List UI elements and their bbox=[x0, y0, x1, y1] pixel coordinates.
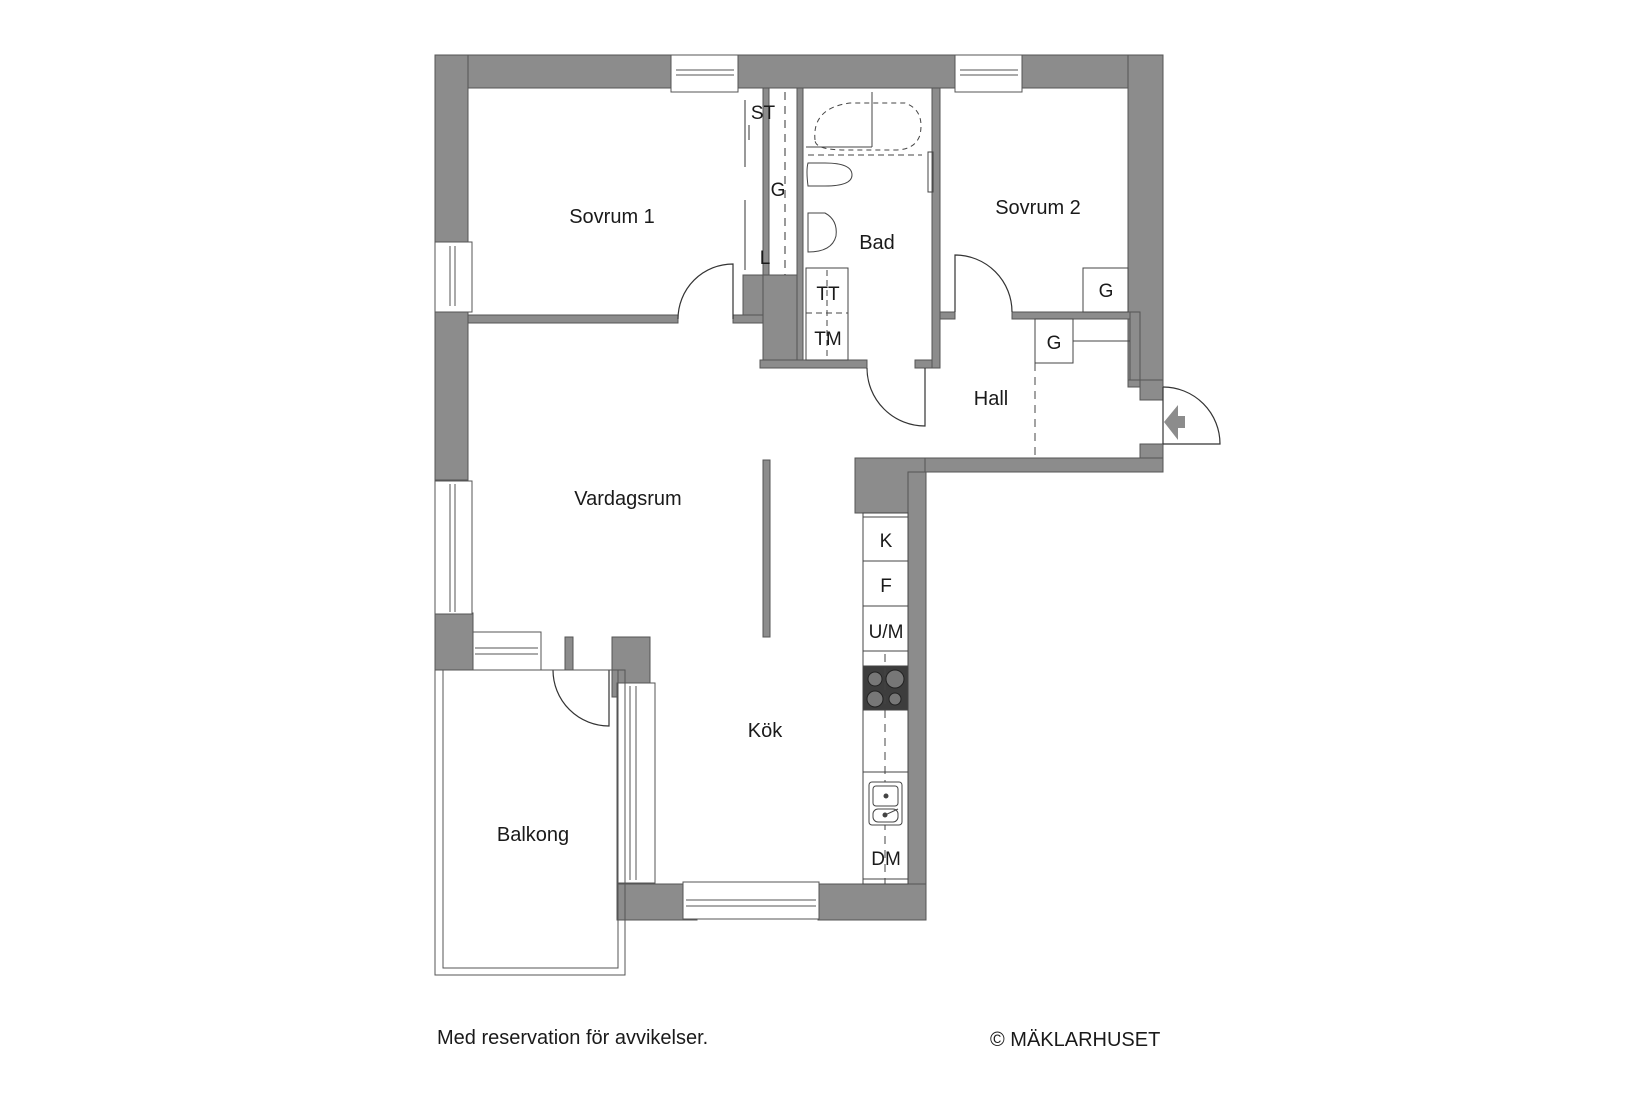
room-label-sovrum1: Sovrum 1 bbox=[569, 206, 655, 228]
wardrobe-sovrum2 bbox=[1082, 267, 1129, 313]
door-sovrum1 bbox=[677, 263, 734, 320]
wardrobe-hall bbox=[1034, 318, 1074, 364]
room-labels: Sovrum 1 Bad Sovrum 2 Hall Vardagsrum Kö… bbox=[497, 197, 1081, 846]
door-sovrum2 bbox=[954, 254, 1013, 313]
sink-icon bbox=[868, 781, 903, 826]
kitchen-label-f: F bbox=[880, 576, 892, 597]
bath-label-tm: TM bbox=[814, 329, 841, 350]
copyright-text: © MÄKLARHUSET bbox=[990, 1029, 1161, 1051]
hall-wardrobe-label: G bbox=[1047, 333, 1062, 354]
door-balkong bbox=[552, 669, 610, 727]
disclaimer-text: Med reservation för avvikelser. bbox=[437, 1027, 709, 1049]
door-entrance bbox=[1162, 386, 1221, 445]
closet bbox=[744, 92, 786, 275]
walls bbox=[434, 54, 1164, 921]
room-label-vardagsrum: Vardagsrum bbox=[574, 488, 681, 510]
door-bad bbox=[866, 367, 926, 427]
closet-label-st: ST bbox=[751, 103, 776, 124]
partition-wall bbox=[762, 459, 771, 638]
bathroom-fixtures bbox=[805, 92, 934, 361]
doors bbox=[552, 254, 1221, 727]
closet-label-g: G bbox=[771, 180, 786, 201]
closet-label-l: L bbox=[760, 248, 771, 269]
kitchen-label-dm: DM bbox=[871, 849, 901, 870]
kitchen-label-k: K bbox=[880, 531, 893, 552]
fixture-labels: ST G L TT TM G G K F U/M DM bbox=[751, 103, 1114, 870]
washbasin-icon bbox=[807, 212, 837, 253]
sovrum2-wardrobe-label: G bbox=[1099, 281, 1114, 302]
toilet-icon bbox=[806, 162, 853, 187]
room-label-balkong: Balkong bbox=[497, 824, 569, 846]
room-label-sovrum2: Sovrum 2 bbox=[995, 197, 1081, 219]
kitchen-counter bbox=[862, 512, 909, 885]
bath-label-tt: TT bbox=[816, 284, 840, 305]
entrance-arrow-icon bbox=[1164, 405, 1185, 440]
room-label-hall: Hall bbox=[974, 388, 1008, 410]
room-label-kok: Kök bbox=[748, 720, 783, 742]
kitchen-label-um: U/M bbox=[869, 622, 904, 643]
bathtub-icon bbox=[814, 102, 922, 151]
room-label-bad: Bad bbox=[859, 232, 895, 254]
balcony-outline bbox=[434, 669, 626, 976]
windows bbox=[434, 54, 1023, 920]
